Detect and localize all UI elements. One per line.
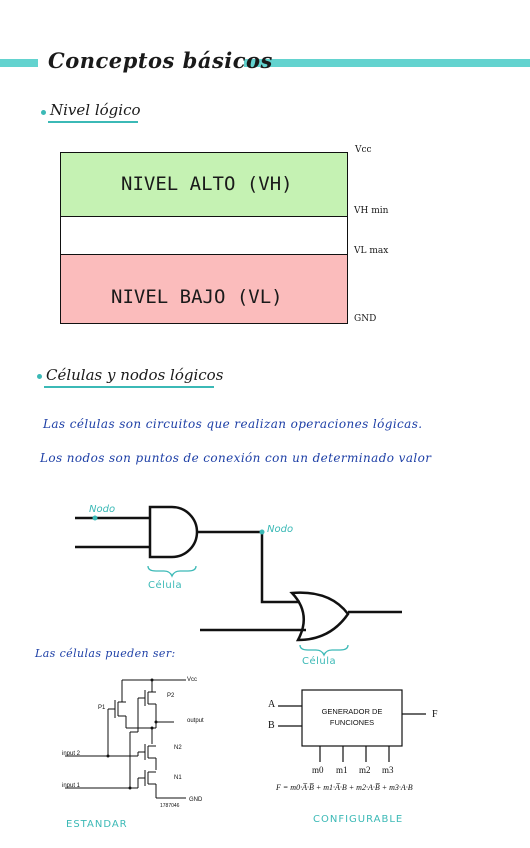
gen-input-a: A <box>268 699 276 710</box>
celula-brace-icon <box>299 644 349 657</box>
node-dot-icon <box>92 515 98 521</box>
celulas-pueden-ser: Las células pueden ser: <box>35 647 176 660</box>
generator-formula: F = m0·A̅·B̅ + m1·A̅·B + m2·A·B̅ + m3·A·… <box>276 783 413 792</box>
bullet-icon <box>37 374 42 379</box>
low-level-label: NIVEL BAJO (VL) <box>111 286 283 308</box>
bullet-icon <box>41 110 46 115</box>
std-n2-label: N2 <box>174 745 182 751</box>
high-level-band <box>61 153 347 217</box>
std-n1-label: N1 <box>174 775 182 781</box>
nodo-label-2: Nodo <box>267 524 294 535</box>
low-level-band <box>61 254 347 323</box>
gnd-label: GND <box>354 314 377 324</box>
std-p2-label: P2 <box>167 693 175 699</box>
std-code-label: 1787046 <box>160 803 180 809</box>
gen-m1: m1 <box>336 765 348 775</box>
gen-input-b: B <box>268 720 275 731</box>
header-accent-bar-right <box>244 59 530 67</box>
gen-m3: m3 <box>382 765 394 775</box>
vcc-label: Vcc <box>355 145 372 155</box>
std-gnd-label: GND <box>189 797 203 803</box>
std-p1-label: P1 <box>98 705 106 711</box>
celula-brace-icon <box>147 565 197 578</box>
std-input2-label: input 2 <box>62 751 81 757</box>
std-input1-label: input 1 <box>62 783 81 789</box>
std-output-label: output <box>187 718 204 724</box>
gen-output-f: F <box>432 709 438 720</box>
logic-level-chart <box>60 152 348 324</box>
configurable-caption: CONFIGURABLE <box>313 814 404 825</box>
vh-min-label: VH min <box>354 206 389 216</box>
page-title: Conceptos básicos <box>48 48 273 73</box>
nodo-label-1: Nodo <box>89 504 116 515</box>
gen-m2: m2 <box>359 765 371 775</box>
definition-celulas: Las células son circuitos que realizan o… <box>43 417 423 431</box>
generator-title-line1: GENERADOR DE <box>321 707 383 716</box>
node-dot-icon <box>259 529 265 535</box>
standard-caption: ESTANDAR <box>66 819 128 830</box>
section-heading-nivel-logico: Nivel lógico <box>50 101 141 119</box>
gen-m0: m0 <box>312 765 324 775</box>
high-level-label: NIVEL ALTO (VH) <box>121 173 293 195</box>
generator-title-line2: FUNCIONES <box>329 718 375 727</box>
header-accent-bar-left <box>0 59 38 67</box>
celula-label-1: Célula <box>148 580 183 591</box>
heading-underline <box>48 121 138 123</box>
std-vcc-label: Vcc <box>187 677 198 683</box>
and-gate-icon <box>148 505 199 559</box>
heading-underline <box>44 386 214 388</box>
section-heading-celulas-nodos: Células y nodos lógicos <box>46 366 224 384</box>
standard-cell-schematic <box>65 678 186 799</box>
or-gate-icon <box>289 591 350 642</box>
definition-nodos: Los nodos son puntos de conexión con un … <box>40 451 432 465</box>
and-output-wire <box>197 530 300 604</box>
gates-diagram <box>75 505 402 657</box>
vl-max-label: VL max <box>354 246 389 256</box>
function-generator-diagram <box>278 689 426 762</box>
celula-label-2: Célula <box>302 656 337 667</box>
